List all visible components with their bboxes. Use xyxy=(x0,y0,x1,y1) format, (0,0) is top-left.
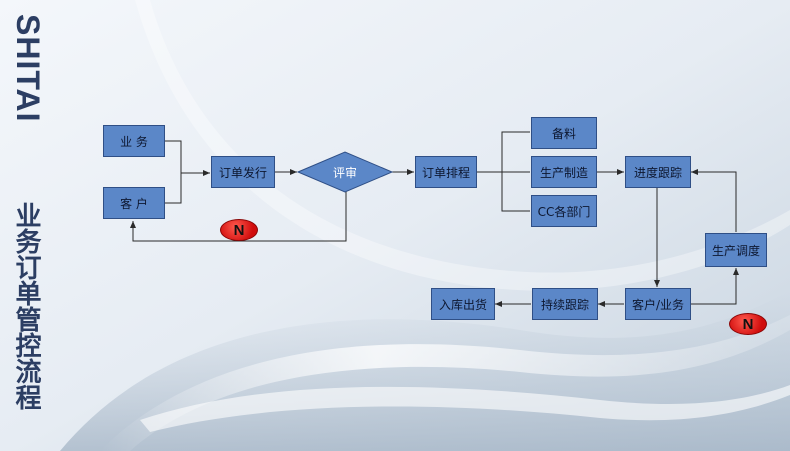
node-material-prep[interactable]: 备料 xyxy=(531,117,597,149)
connector-dispatch-progress xyxy=(691,169,737,232)
node-production[interactable]: 生产制造 xyxy=(531,156,597,188)
node-customer[interactable]: 客 户 xyxy=(103,187,165,219)
node-order-schedule[interactable]: 订单排程 xyxy=(415,156,477,188)
node-business[interactable]: 业 务 xyxy=(103,125,165,157)
page-title: 业务订单管控流程 xyxy=(11,202,41,410)
node-production-dispatch[interactable]: 生产调度 xyxy=(705,233,767,267)
node-cc-departments[interactable]: CC各部门 xyxy=(531,195,597,227)
connector-customer-merge xyxy=(165,173,182,204)
review-diamond xyxy=(296,151,394,193)
brand-name: SHITAI xyxy=(10,14,46,123)
reject-badge-review: N xyxy=(220,219,258,241)
connector-customer-dispatch xyxy=(690,268,739,305)
node-order-issue[interactable]: 订单发行 xyxy=(211,156,275,188)
node-review-label[interactable]: 评审 xyxy=(332,165,357,180)
node-progress-tracking[interactable]: 进度跟踪 xyxy=(625,156,691,188)
node-warehouse-shipment[interactable]: 入库出货 xyxy=(431,288,495,320)
node-continuous-tracking[interactable]: 持续跟踪 xyxy=(532,288,598,320)
node-customer-business[interactable]: 客户/业务 xyxy=(625,288,691,320)
reject-badge-customer: N xyxy=(729,313,767,335)
connector-reject-loop xyxy=(130,187,347,242)
brand-block: SHITAI 业务订单管控流程 xyxy=(6,14,46,434)
connector-business-merge xyxy=(165,140,182,173)
